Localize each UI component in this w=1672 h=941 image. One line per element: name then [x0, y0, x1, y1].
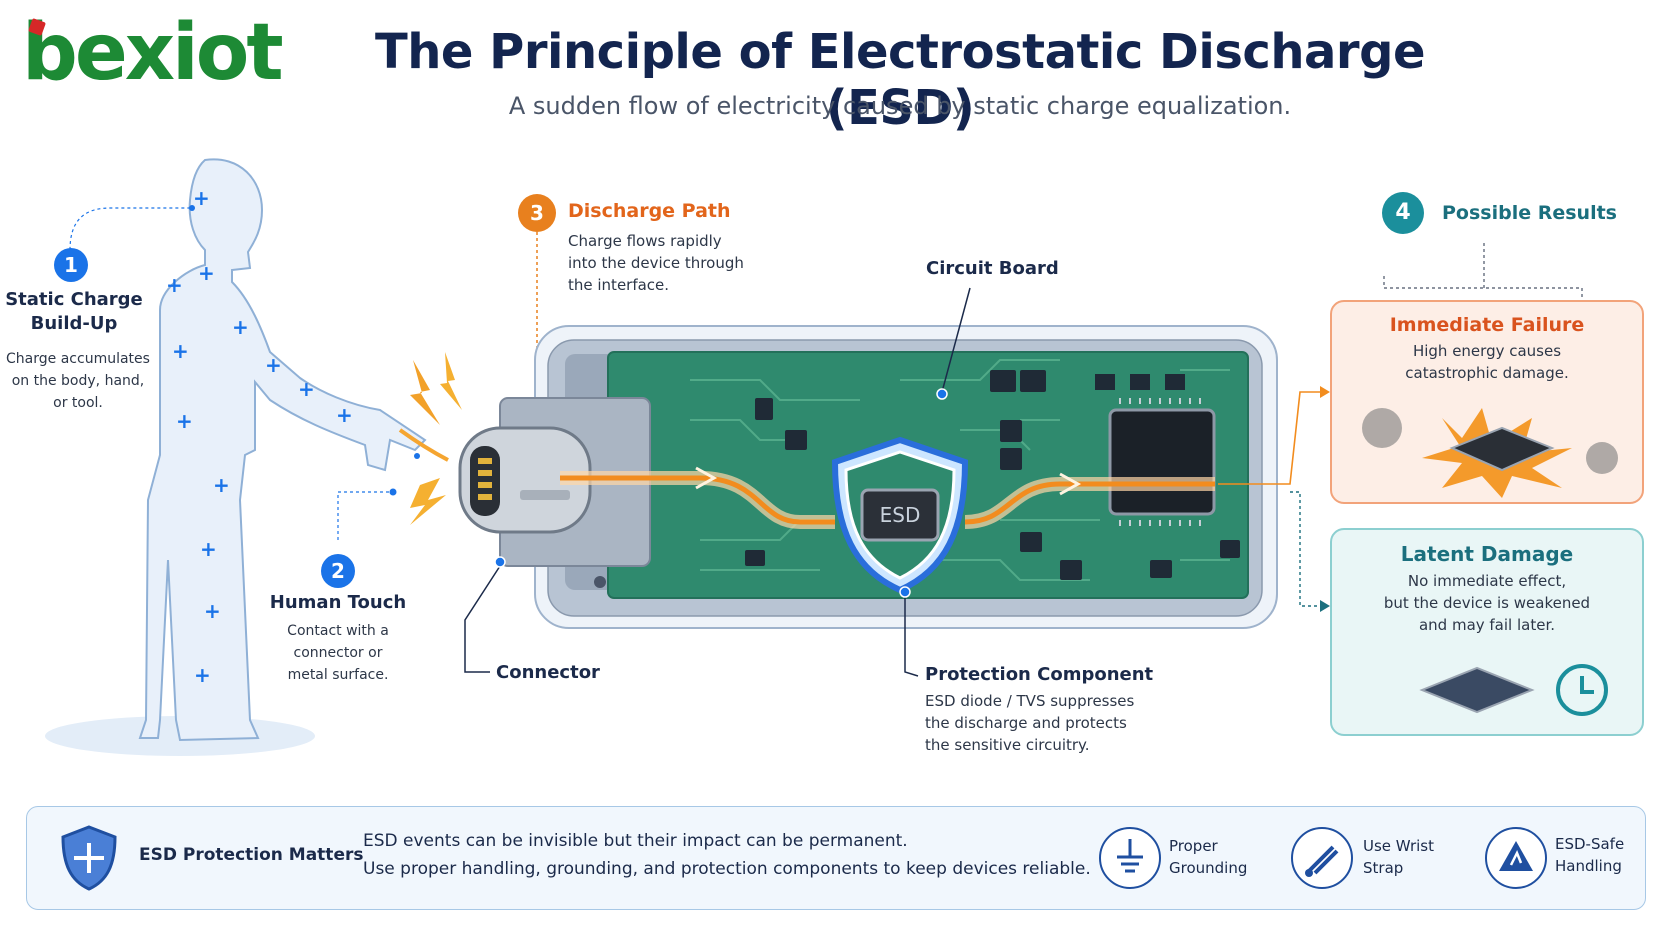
step-1-badge: 1 [54, 248, 88, 282]
protection-desc-line: the discharge and protects [925, 714, 1127, 732]
latent-damage-desc-line: but the device is weakened [1383, 594, 1591, 612]
step-1-desc-line: on the body, hand, [11, 373, 145, 389]
latent-damage-desc-line: and may fail later. [1418, 616, 1556, 634]
banner-heading: ESD Protection Matters [139, 845, 364, 865]
page-title: The Principle of Electrostatic Discharge… [375, 24, 1426, 136]
immediate-failure-desc-line: High energy causes [1412, 342, 1562, 360]
charge-plus-signs: + + + + + + + + + + + + + [166, 186, 353, 687]
banner-item-label: Use Wrist [1363, 837, 1434, 855]
svg-text:+: + [166, 273, 183, 297]
wrist-strap-icon [1291, 827, 1353, 889]
banner-item-label: Grounding [1169, 859, 1248, 877]
step-1-desc-line: or tool. [53, 395, 103, 411]
logo-text: bexiot [22, 8, 284, 98]
esd-chip-label: ESD [880, 503, 921, 527]
banner-item-label: ESD-Safe [1555, 835, 1625, 853]
immediate-failure-desc: High energy causes catastrophic damage. [1332, 340, 1642, 384]
step-2-desc-line: Contact with a [287, 623, 389, 639]
banner-item-label: Proper [1169, 837, 1218, 855]
latent-damage-desc: No immediate effect, but the device is w… [1332, 570, 1642, 636]
banner-line1: ESD events can be invisible but their im… [363, 831, 908, 851]
svg-text:+: + [176, 409, 193, 433]
svg-text:+: + [265, 353, 282, 377]
step-3-desc-line: the interface. [568, 276, 670, 294]
latent-damage-desc-line: No immediate effect, [1407, 572, 1567, 590]
shield-icon [61, 825, 117, 891]
banner-item-wrist-strap: Use Wrist Strap [1363, 835, 1434, 879]
svg-text:+: + [232, 315, 249, 339]
protection-component-label: Protection Component [925, 664, 1154, 685]
pcb-components [745, 370, 1240, 580]
protection-desc-line: ESD diode / TVS suppresses [925, 692, 1135, 710]
step-1-title-line2: Build-Up [30, 313, 118, 334]
ground-icon [1099, 827, 1161, 889]
banner-line2: Use proper handling, grounding, and prot… [363, 859, 1091, 879]
banner-item-esd-safe: ESD-Safe Handling [1555, 833, 1624, 877]
page-subtitle: A sudden flow of electricity caused by s… [508, 92, 1292, 120]
protection-desc-line: the sensitive circuitry. [925, 736, 1090, 754]
latent-damage-title: Latent Damage [1400, 542, 1574, 566]
immediate-failure-card: Immediate Failure High energy causes cat… [1330, 300, 1644, 504]
esd-shield: ESD [831, 436, 969, 594]
svg-text:+: + [200, 537, 217, 561]
banner-item-label: Handling [1555, 857, 1622, 875]
svg-text:+: + [336, 403, 353, 427]
step-2-desc-line: metal surface. [287, 667, 389, 683]
step-1-desc: Charge accumulates on the body, hand, or… [4, 348, 152, 414]
immediate-failure-desc-line: catastrophic damage. [1405, 364, 1569, 382]
weakened-chip-icon [1419, 664, 1608, 716]
step-2-title: Human Touch [269, 592, 407, 613]
circuit-board-label: Circuit Board [926, 258, 1059, 279]
esd-safe-icon [1485, 827, 1547, 889]
step-3-desc-line: into the device through [568, 254, 744, 272]
step-3-title: Discharge Path [568, 200, 731, 222]
banner-item-label: Strap [1363, 859, 1404, 877]
step-1-title: Static Charge Build-Up [4, 288, 144, 336]
step-1-title-line1: Static Charge [5, 289, 143, 310]
step-2-desc: Contact with a connector or metal surfac… [268, 620, 408, 686]
svg-text:+: + [213, 473, 230, 497]
step-3-badge: 3 [518, 194, 556, 232]
step-2-badge: 2 [321, 554, 355, 588]
step-3-desc: Charge flows rapidly into the device thr… [568, 230, 788, 296]
svg-text:+: + [194, 663, 211, 687]
person-figure [45, 158, 427, 756]
svg-text:+: + [198, 261, 215, 285]
step-1-desc-line: Charge accumulates [6, 351, 150, 367]
usb-connector [458, 397, 651, 588]
esd-protection-banner: ESD Protection Matters ESD events can be… [26, 806, 1646, 910]
step-4-badge: 4 [1382, 192, 1424, 234]
svg-text:+: + [172, 339, 189, 363]
brand-logo: bexiot [22, 14, 284, 92]
pcb-traces [690, 359, 1230, 581]
latent-damage-card: Latent Damage No immediate effect, but t… [1330, 528, 1644, 736]
svg-text:+: + [298, 377, 315, 401]
svg-text:+: + [204, 599, 221, 623]
step-3-desc-line: Charge flows rapidly [568, 232, 722, 250]
protection-component-desc: ESD diode / TVS suppresses the discharge… [925, 690, 1185, 756]
step-4-title: Possible Results [1442, 202, 1617, 224]
connector-label: Connector [496, 662, 600, 683]
immediate-failure-title: Immediate Failure [1389, 314, 1585, 336]
banner-item-grounding: Proper Grounding [1169, 835, 1247, 879]
processor-chip [1108, 398, 1216, 526]
svg-text:+: + [193, 186, 210, 210]
step-2-desc-line: connector or [293, 645, 383, 661]
exploding-chip-icon [1362, 408, 1618, 498]
spark-icons [398, 352, 462, 525]
